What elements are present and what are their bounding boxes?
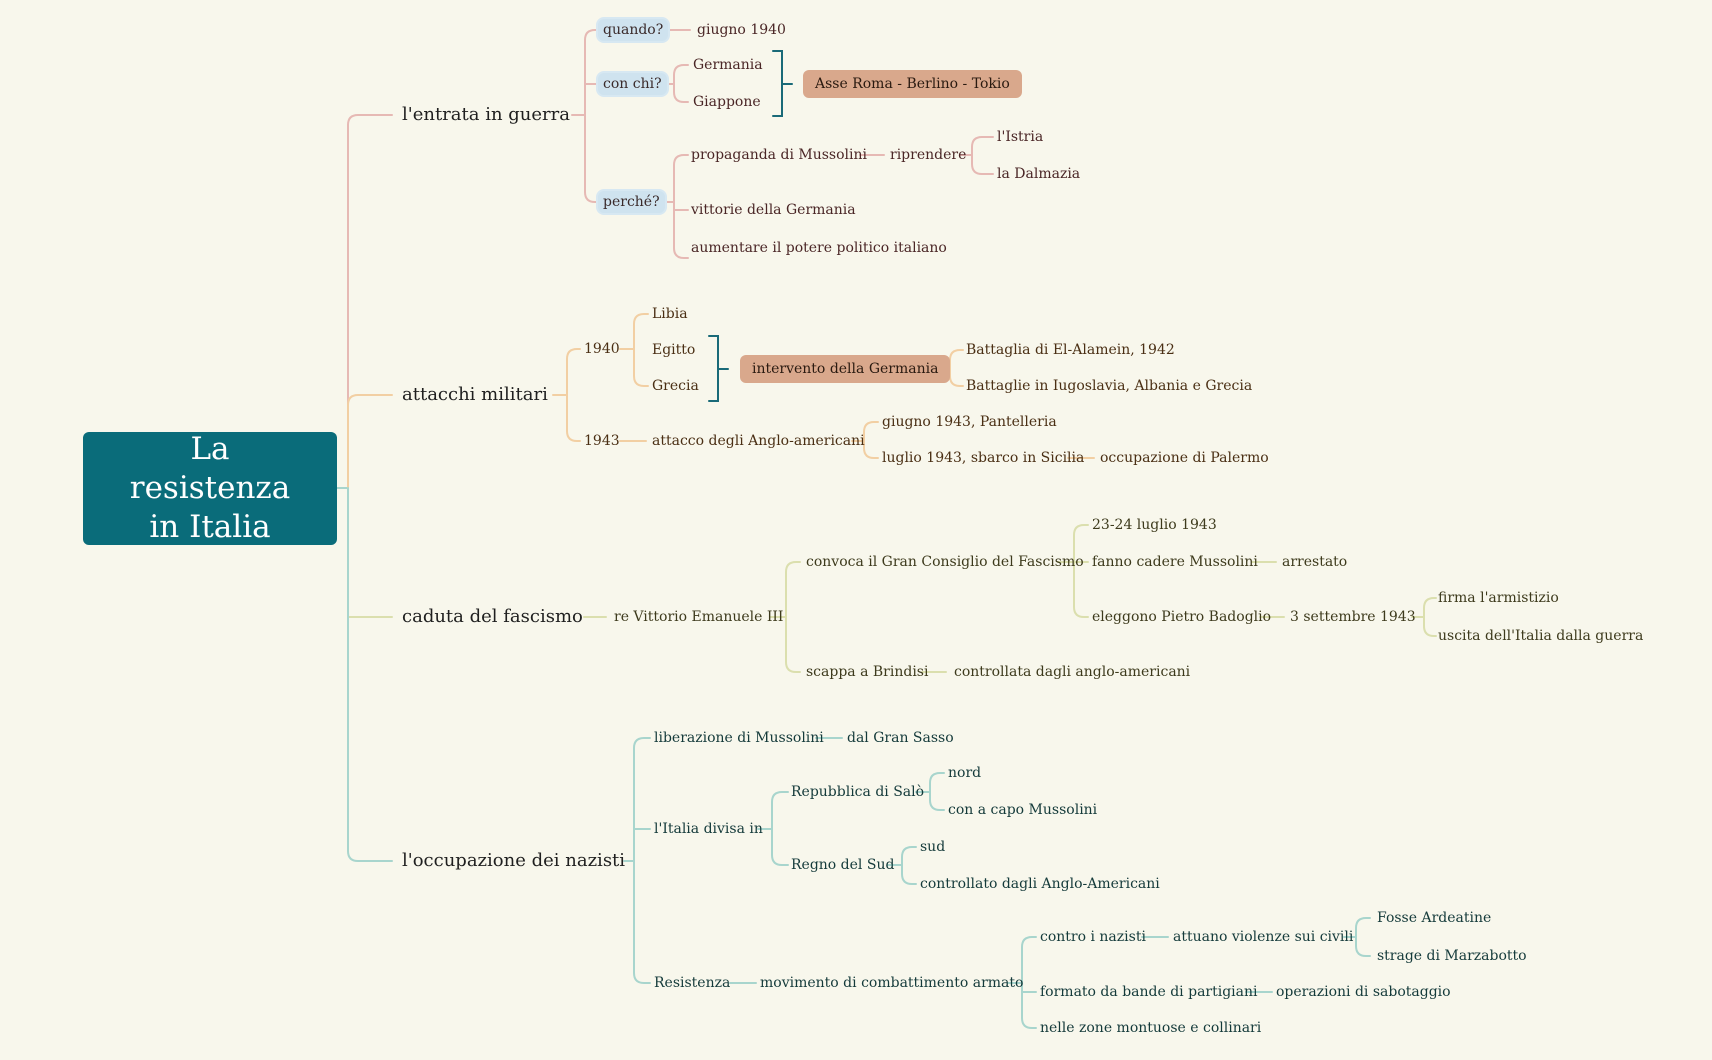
node-attacco[interactable]: attacco degli Anglo-americani xyxy=(652,433,865,449)
node-firma[interactable]: firma l'armistizio xyxy=(1438,590,1559,606)
node-sud[interactable]: sud xyxy=(920,839,946,855)
node-propaganda[interactable]: propaganda di Mussolini xyxy=(691,147,867,163)
node-convoca[interactable]: convoca il Gran Consiglio del Fascismo xyxy=(806,554,1084,570)
node-strage[interactable]: strage di Marzabotto xyxy=(1377,948,1527,964)
tag-perche[interactable]: perché? xyxy=(598,191,665,213)
topic-entrata-in-guerra[interactable]: l'entrata in guerra xyxy=(402,104,570,125)
node-istria[interactable]: l'Istria xyxy=(997,129,1044,145)
topic-caduta-del-fascismo[interactable]: caduta del fascismo xyxy=(402,606,583,627)
node-giugno-1940[interactable]: giugno 1940 xyxy=(697,22,786,38)
node-riprendere[interactable]: riprendere xyxy=(890,147,967,163)
node-fosse[interactable]: Fosse Ardeatine xyxy=(1377,910,1492,926)
node-movimento[interactable]: movimento di combattimento armato xyxy=(760,975,1024,991)
node-liberazione[interactable]: liberazione di Mussolini xyxy=(654,730,824,746)
node-controllato[interactable]: controllato dagli Anglo-Americani xyxy=(920,876,1160,892)
node-grecia[interactable]: Grecia xyxy=(652,378,699,394)
node-fanno-cadere[interactable]: fanno cadere Mussolini xyxy=(1092,554,1258,570)
node-resistenza[interactable]: Resistenza xyxy=(654,975,731,991)
node-1940[interactable]: 1940 xyxy=(584,341,620,357)
tag-con-chi[interactable]: con chi? xyxy=(598,73,667,95)
node-gran-sasso[interactable]: dal Gran Sasso xyxy=(847,730,954,746)
node-attuano[interactable]: attuano violenze sui civili xyxy=(1173,929,1354,945)
tag-quando[interactable]: quando? xyxy=(598,19,669,41)
node-pantelleria[interactable]: giugno 1943, Pantelleria xyxy=(882,414,1057,430)
node-aumentare[interactable]: aumentare il potere politico italiano xyxy=(691,240,947,256)
node-giappone[interactable]: Giappone xyxy=(693,94,761,110)
node-operazioni[interactable]: operazioni di sabotaggio xyxy=(1276,984,1451,1000)
node-3-settembre[interactable]: 3 settembre 1943 xyxy=(1290,609,1416,625)
node-nord[interactable]: nord xyxy=(948,765,982,781)
node-regno-del-sud[interactable]: Regno del Sud xyxy=(791,857,895,873)
node-scappa[interactable]: scappa a Brindisi xyxy=(806,664,929,680)
node-con-a-capo[interactable]: con a capo Mussolini xyxy=(948,802,1098,818)
root-topic[interactable]: La resistenza in Italia xyxy=(83,431,337,545)
node-zone[interactable]: nelle zone montuose e collinari xyxy=(1040,1020,1262,1036)
root-title-line2: in Italia xyxy=(149,509,271,545)
node-germania[interactable]: Germania xyxy=(693,57,763,73)
node-italia-divisa[interactable]: l'Italia divisa in xyxy=(654,821,763,837)
node-re-vittorio[interactable]: re Vittorio Emanuele III xyxy=(614,609,784,625)
summary-asse[interactable]: Asse Roma - Berlino - Tokio xyxy=(803,70,1022,98)
node-egitto[interactable]: Egitto xyxy=(652,342,696,358)
node-controllata[interactable]: controllata dagli anglo-americani xyxy=(954,664,1191,680)
node-libia[interactable]: Libia xyxy=(652,306,688,322)
node-salo[interactable]: Repubblica di Salò xyxy=(791,784,925,800)
node-sicilia[interactable]: luglio 1943, sbarco in Sicilia xyxy=(882,450,1085,466)
node-vittorie[interactable]: vittorie della Germania xyxy=(691,202,856,218)
node-contro-nazisti[interactable]: contro i nazisti xyxy=(1040,929,1146,945)
node-eleggono[interactable]: eleggono Pietro Badoglio xyxy=(1092,609,1272,625)
root-title-line1: La resistenza xyxy=(129,431,291,506)
node-palermo[interactable]: occupazione di Palermo xyxy=(1100,450,1269,466)
node-1943[interactable]: 1943 xyxy=(584,433,620,449)
summary-intervento[interactable]: intervento della Germania xyxy=(740,355,951,383)
topic-attacchi-militari[interactable]: attacchi militari xyxy=(402,384,548,405)
node-dalmazia[interactable]: la Dalmazia xyxy=(997,166,1081,182)
node-iugoslavia[interactable]: Battaglie in Iugoslavia, Albania e Greci… xyxy=(966,378,1253,394)
node-23-24-luglio[interactable]: 23-24 luglio 1943 xyxy=(1092,517,1217,533)
node-uscita[interactable]: uscita dell'Italia dalla guerra xyxy=(1438,628,1644,644)
node-alamein[interactable]: Battaglia di El-Alamein, 1942 xyxy=(966,342,1175,358)
node-arrestato[interactable]: arrestato xyxy=(1282,554,1348,570)
node-formato[interactable]: formato da bande di partigiani xyxy=(1040,984,1258,1000)
topic-occupazione-nazisti[interactable]: l'occupazione dei nazisti xyxy=(402,850,626,871)
